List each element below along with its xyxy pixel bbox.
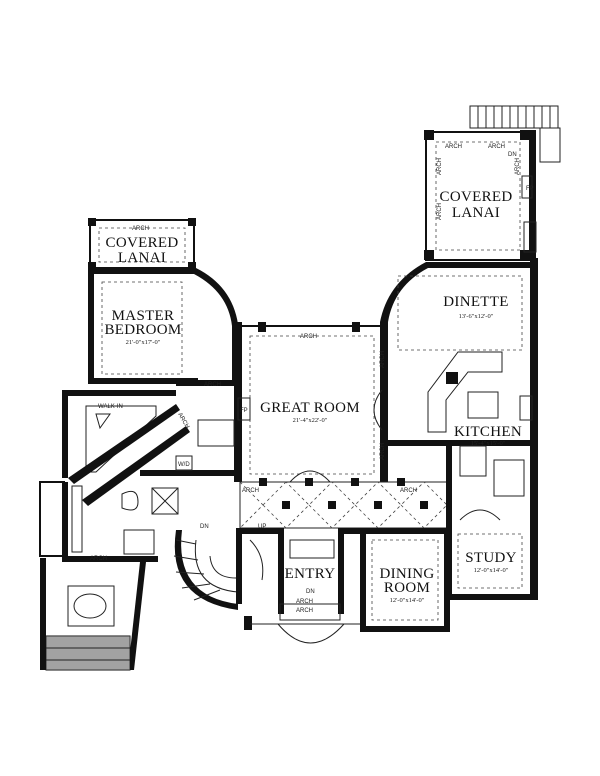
master-bedroom-dim: 21'-0"x17'-0" [126, 339, 161, 346]
kitchen-name: KITCHEN [454, 424, 522, 440]
study-area [446, 440, 538, 600]
study-dim: 12'-0"x14'-0" [474, 567, 509, 574]
master-bedroom-area [88, 268, 238, 384]
dinette-dim: 13'-6"x12'-0" [459, 313, 494, 320]
entry-arch-2: ARCH [296, 608, 313, 614]
great-room-arch-right-2: ARCH [380, 443, 386, 460]
dining-room-dim: 12'-0"x14'-0" [390, 597, 425, 604]
lanai-right-fp: FP [526, 186, 534, 192]
gallery-up: UP [258, 524, 266, 530]
covered-lanai-right-line2: LANAI [452, 205, 500, 221]
dining-room-line1: DINING [379, 566, 434, 582]
lanai-right-arch-left-2: ARCH [437, 203, 443, 220]
left-wing-dn: DN [200, 524, 209, 530]
master-bedroom-line2: BEDROOM [104, 322, 181, 338]
left-wing-arch-3: ARCH [90, 556, 107, 562]
gallery-arch-left: ARCH [242, 488, 259, 494]
covered-lanai-left-line1: COVERED [106, 235, 179, 251]
lanai-right-dn: DN [508, 152, 517, 158]
great-room-name: GREAT ROOM [260, 400, 360, 416]
lanai-left-arch-top: ARCH [132, 226, 149, 232]
covered-lanai-left-line2: LANAI [118, 250, 166, 266]
gallery-tile-floor [239, 470, 451, 529]
entry-arch-1: ARCH [296, 599, 313, 605]
dinette-kitchen-area [380, 258, 538, 488]
covered-lanai-right-area [424, 105, 561, 261]
great-room-fp: FP [240, 408, 248, 414]
walk-in-label: WALK-IN [98, 404, 123, 410]
lanai-right-arch-right: ARCH [515, 158, 521, 175]
gallery-arch-right: ARCH [400, 488, 417, 494]
great-room-area [234, 322, 388, 482]
dining-room-line2: ROOM [384, 580, 430, 596]
lanai-right-arch-left: ARCH [437, 158, 443, 175]
covered-lanai-right-line1: COVERED [440, 189, 513, 205]
left-wing-wd: W/D [178, 462, 190, 468]
great-room-dim: 21'-4"x22'-0" [293, 417, 328, 424]
lanai-right-arch-top-right: ARCH [488, 144, 505, 150]
left-wing-arch-2: ARCH [176, 412, 190, 430]
checker-floor [45, 635, 131, 671]
dinette-name: DINETTE [443, 294, 508, 310]
great-room-arch-top: ARCH [300, 334, 317, 340]
curved-stair [173, 528, 284, 610]
entry-area [244, 528, 364, 644]
entry-dn: DN [306, 589, 315, 595]
lanai-right-arch-top-left: ARCH [445, 144, 462, 150]
entry-name: ENTRY [285, 566, 336, 582]
great-room-arch-right: ARCH [380, 351, 386, 368]
master-bedroom-line1: MASTER [112, 308, 175, 324]
kitchen-dim: 15'-4"x15'-0" [471, 440, 506, 447]
study-name: STUDY [465, 550, 517, 566]
left-wing-arch-1: ARCH [204, 382, 221, 388]
left-wing-area [39, 380, 238, 670]
